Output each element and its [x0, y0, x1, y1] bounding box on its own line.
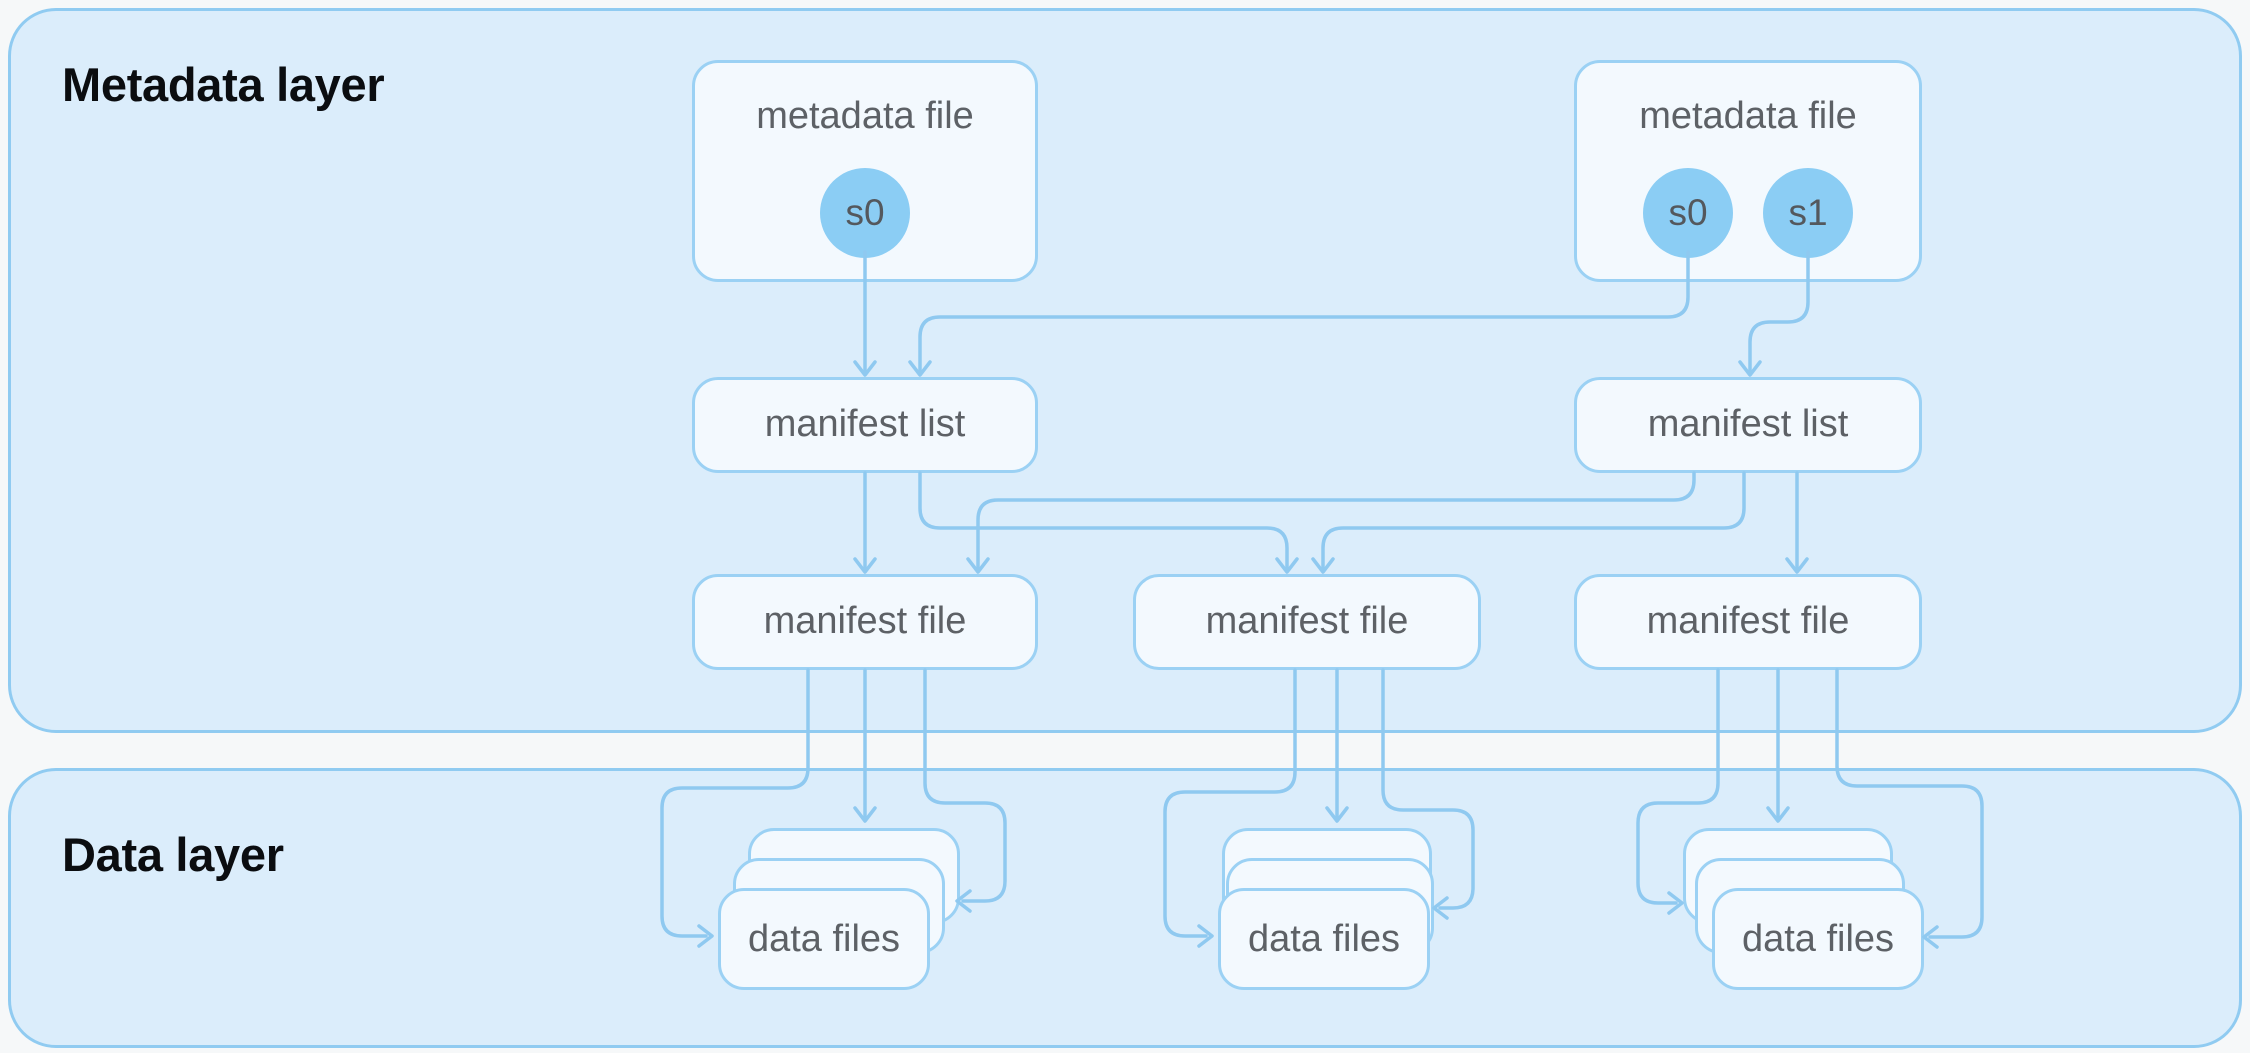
data-layer-title: Data layer [62, 828, 284, 881]
metadata-file-left-node: metadata file s0 [692, 60, 1038, 282]
manifest-list-right-node: manifest list [1574, 377, 1922, 473]
snapshot-row: s0 [820, 168, 910, 258]
metadata-layer-title: Metadata layer [62, 58, 385, 111]
manifest-file-middle-label: manifest file [1205, 600, 1409, 643]
manifest-list-left-label: manifest list [764, 403, 966, 446]
data-files-left-node: data files [718, 888, 930, 990]
manifest-file-left-label: manifest file [763, 600, 967, 643]
data-files-right-label: data files [1741, 917, 1895, 960]
data-files-left-label: data files [747, 917, 901, 960]
manifest-file-right-node: manifest file [1574, 574, 1922, 670]
data-files-right-node: data files [1712, 888, 1924, 990]
manifest-list-right-label: manifest list [1647, 403, 1849, 446]
snapshot-s0-badge: s0 [820, 168, 910, 258]
manifest-list-left-node: manifest list [692, 377, 1038, 473]
metadata-file-right-label: metadata file [1639, 95, 1857, 137]
data-files-middle-node: data files [1218, 888, 1430, 990]
manifest-file-right-label: manifest file [1646, 600, 1850, 643]
snapshot-s1-badge: s1 [1763, 168, 1853, 258]
manifest-file-left-node: manifest file [692, 574, 1038, 670]
metadata-file-right-node: metadata file s0 s1 [1574, 60, 1922, 282]
manifest-file-middle-node: manifest file [1133, 574, 1481, 670]
snapshot-s0-badge: s0 [1643, 168, 1733, 258]
snapshot-row: s0 s1 [1643, 168, 1853, 258]
data-files-middle-label: data files [1247, 917, 1401, 960]
metadata-file-left-label: metadata file [756, 95, 974, 137]
